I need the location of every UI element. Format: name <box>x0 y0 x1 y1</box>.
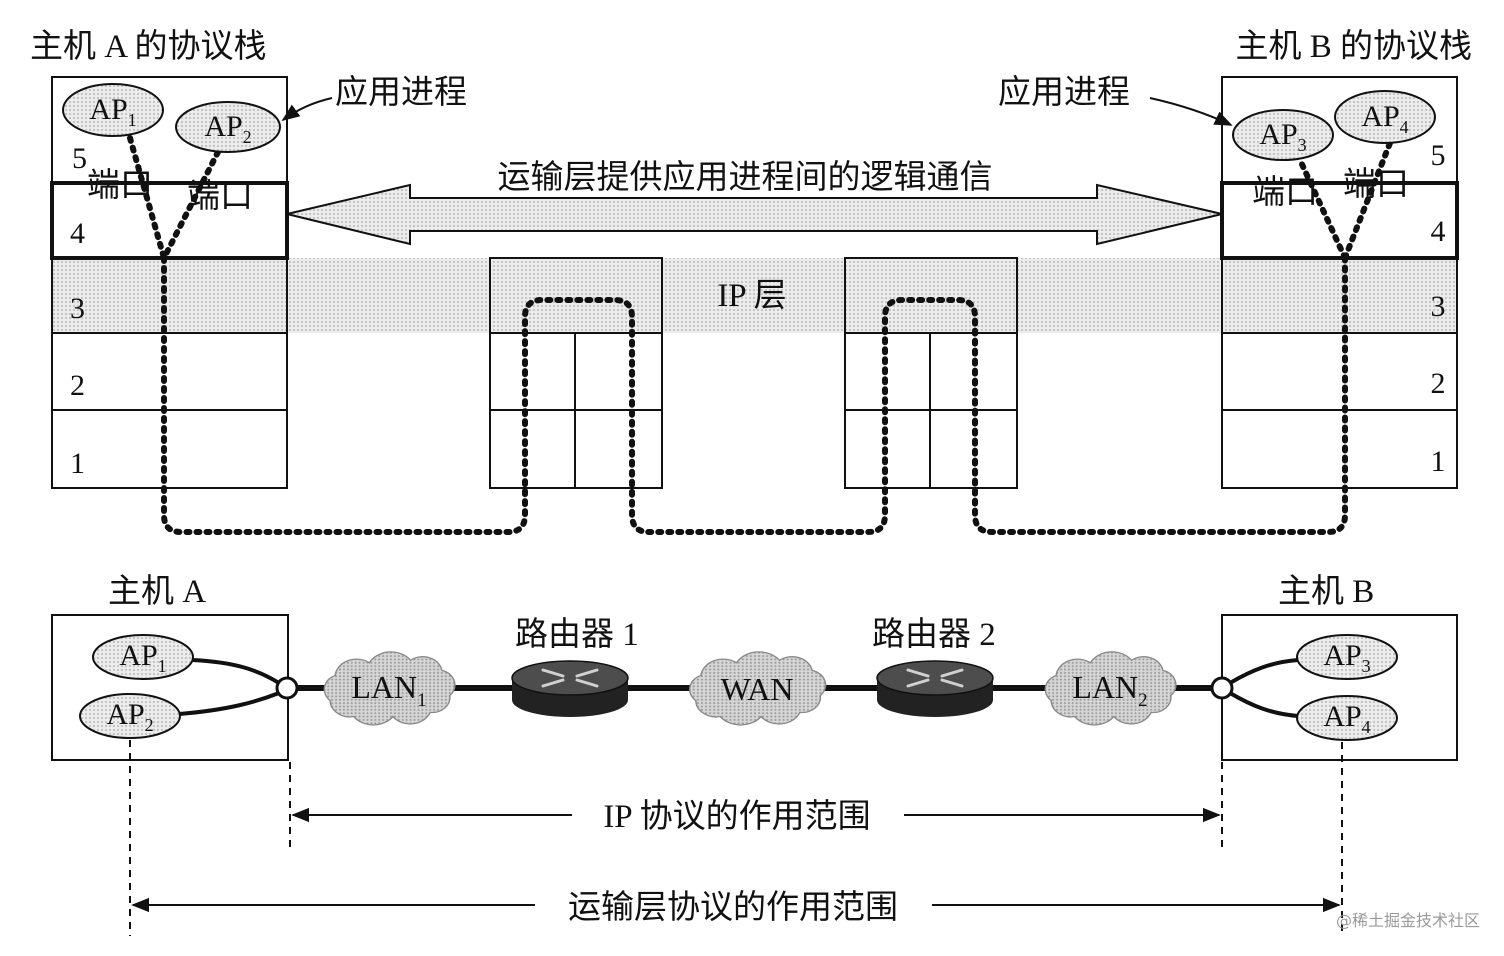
data-path-ap4-branch <box>1342 140 1393 261</box>
host-a-layer-4-transport <box>50 181 289 260</box>
port-label-ap3: 端口 <box>1252 175 1318 211</box>
transport-scope-label: 运输层协议的作用范围 <box>568 889 898 926</box>
host-b-ap4: AP4 <box>1296 695 1398 741</box>
host-a-layer-1-number: 1 <box>70 447 85 480</box>
host-a-stack: 5 4 3 2 1 <box>50 76 289 489</box>
host-b-ap4-label: AP4 <box>1323 700 1370 737</box>
ip-scope-label: IP 协议的作用范围 <box>603 798 870 835</box>
host-b-layer-1-number: 1 <box>1431 445 1446 478</box>
wan-label: WAN <box>721 671 794 707</box>
host-a-ap1-label: AP1 <box>119 639 166 676</box>
ap2-oval <box>175 101 281 153</box>
port-label-ap2: 端口 <box>187 179 253 215</box>
host-a-layer-4-number: 4 <box>70 217 85 250</box>
ap1-label: AP1 <box>89 93 136 130</box>
host-b-label: 主机 B <box>1278 573 1374 610</box>
ap4-process: AP4 <box>1334 90 1436 144</box>
host-b-layer-5-number: 5 <box>1431 139 1446 172</box>
ap3-label: AP3 <box>1259 118 1306 155</box>
router-1-arrows-icon <box>541 668 599 688</box>
host-a-layer-2-number: 2 <box>70 369 85 402</box>
port-label-ap4: 端口 <box>1343 167 1409 203</box>
host-a-stack-title: 主机 A 的协议栈 <box>30 28 267 65</box>
router-2-label: 路由器 2 <box>872 616 996 653</box>
host-b-ap3-connector <box>1228 658 1299 685</box>
data-path-ap2-branch <box>161 149 221 261</box>
router-1-top <box>511 660 629 696</box>
host-a-ap2: AP2 <box>79 693 181 739</box>
host-b-stack: 5 4 3 2 1 <box>1220 76 1459 489</box>
router-2-icon <box>876 660 994 717</box>
host-a-stack-outline <box>51 76 288 489</box>
lan1-cloud-shape <box>323 651 456 726</box>
ap2-process: AP2 <box>175 101 281 153</box>
app-process-label-right: 应用进程 <box>998 74 1130 111</box>
ap1-process: AP1 <box>62 83 164 137</box>
data-path-dotted <box>127 135 1393 535</box>
app-process-label-left: 应用进程 <box>335 74 467 111</box>
app-process-pointer-left <box>281 97 333 122</box>
lan1-label: LAN1 <box>351 669 426 711</box>
ap1-oval <box>62 83 164 137</box>
host-a-ap2-connector <box>178 691 280 716</box>
ap2-label: AP2 <box>204 110 251 147</box>
lan2-cloud-shape <box>1044 651 1177 726</box>
transport-double-arrow <box>286 183 1223 246</box>
host-a-layer-3-number: 3 <box>70 292 85 325</box>
router-1-label: 路由器 1 <box>515 616 639 653</box>
ap3-process: AP3 <box>1232 109 1334 161</box>
router-2-stack <box>844 257 1018 489</box>
data-path-ap3-branch <box>1297 157 1348 261</box>
host-a-ap1: AP1 <box>92 634 194 680</box>
watermark: @稀土掘金技术社区 <box>1336 911 1480 930</box>
host-b-layer-3-number: 3 <box>1431 290 1446 323</box>
transport-logical-communication-label: 运输层提供应用进程间的逻辑通信 <box>498 159 993 196</box>
lan1-cloud <box>323 651 456 726</box>
port-label-ap1: 端口 <box>87 168 153 204</box>
host-b-layer-2-number: 2 <box>1431 367 1446 400</box>
data-path-main <box>161 255 1348 535</box>
lan2-cloud <box>1044 651 1177 726</box>
router-2-arrows-icon <box>906 668 964 688</box>
router-1-icon <box>511 660 629 717</box>
host-a-layer-5-number: 5 <box>72 142 87 175</box>
host-b-ap3-label: AP3 <box>1323 639 1370 676</box>
host-b-stack-outline <box>1221 76 1458 489</box>
host-b-ap3-oval <box>1296 634 1398 680</box>
ip-layer-label: IP 层 <box>717 278 786 314</box>
host-b-ap4-oval <box>1296 695 1398 741</box>
host-b-port-circle <box>1210 676 1234 700</box>
host-b-layer-4-number: 4 <box>1431 215 1446 248</box>
ap4-label: AP4 <box>1361 100 1408 137</box>
host-b-ap3: AP3 <box>1296 634 1398 680</box>
host-a-port-circle <box>275 676 299 700</box>
ap3-oval <box>1232 109 1334 161</box>
wan-cloud-shape <box>688 651 827 726</box>
host-a-ap2-oval <box>79 693 181 739</box>
host-a-ap2-label: AP2 <box>106 698 153 735</box>
host-b-stack-title: 主机 B 的协议栈 <box>1235 28 1472 65</box>
scope-guides <box>129 740 1343 936</box>
host-a-ap1-connector <box>191 658 281 685</box>
ap4-oval <box>1334 90 1436 144</box>
router-2-top <box>876 660 994 696</box>
host-a-label: 主机 A <box>108 573 206 610</box>
host-a-ap1-oval <box>92 634 194 680</box>
host-b-ap4-connector <box>1228 691 1299 718</box>
lan2-label: LAN2 <box>1072 669 1147 711</box>
data-path-ap1-branch <box>127 135 167 261</box>
host-b-layer-4-transport <box>1220 181 1459 260</box>
host-a-box <box>51 614 289 761</box>
app-process-pointer-right <box>1149 97 1233 126</box>
wan-cloud <box>688 651 827 726</box>
